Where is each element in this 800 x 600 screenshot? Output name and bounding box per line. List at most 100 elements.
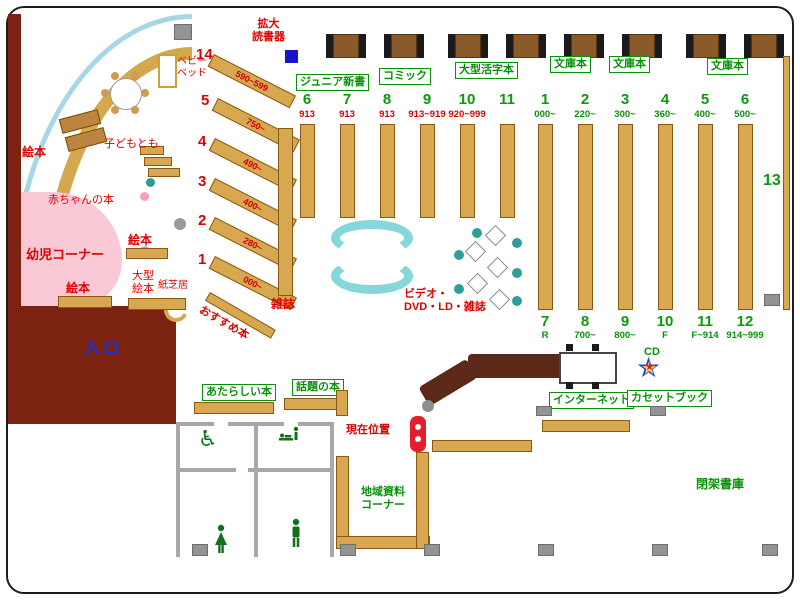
stack-number: 8 bbox=[382, 91, 392, 108]
stack-shelf bbox=[658, 124, 673, 310]
service-counter bbox=[468, 354, 568, 378]
table-top bbox=[333, 34, 359, 58]
stack-number: 3 bbox=[620, 91, 630, 108]
chair bbox=[592, 382, 599, 389]
stool bbox=[140, 192, 149, 201]
table-top bbox=[455, 34, 481, 58]
stool bbox=[146, 178, 155, 187]
local-materials-line2: コーナー bbox=[361, 498, 405, 511]
curved-bench bbox=[331, 220, 413, 256]
chair bbox=[566, 382, 573, 389]
stack-number: 2 bbox=[580, 91, 590, 108]
stack-range: 800~ bbox=[614, 330, 636, 341]
magnifier-reader-label: 拡大 読書器 bbox=[252, 18, 285, 43]
chair bbox=[481, 34, 488, 58]
stack-range: F bbox=[662, 330, 668, 341]
shelf-number: 2 bbox=[198, 212, 207, 229]
stool bbox=[512, 238, 522, 248]
stool bbox=[454, 250, 464, 260]
woman-icon bbox=[212, 524, 230, 559]
picture-books-label: 絵本 bbox=[66, 281, 91, 295]
chair bbox=[655, 34, 662, 58]
section-box-new-books: あたらしい本 bbox=[202, 384, 276, 401]
section-box-internet: インターネット bbox=[549, 392, 634, 409]
stool bbox=[472, 228, 482, 238]
stack-shelf bbox=[300, 124, 315, 218]
magazines-label: 雑誌 bbox=[271, 297, 296, 311]
stack-shelf bbox=[460, 124, 475, 218]
stool bbox=[141, 89, 149, 97]
table-top bbox=[513, 34, 539, 58]
video-corner-line2: DVD・LD・雑誌 bbox=[404, 300, 486, 313]
chair bbox=[384, 34, 391, 58]
reading-table bbox=[384, 34, 424, 58]
round-pillar bbox=[174, 218, 186, 230]
pillar bbox=[764, 294, 780, 306]
stack-shelf bbox=[578, 124, 593, 310]
chair bbox=[564, 34, 571, 58]
stack-number: 7 bbox=[540, 313, 550, 330]
stack-shelf bbox=[340, 124, 355, 218]
low-shelf bbox=[432, 440, 532, 452]
stack-range: 913 bbox=[379, 109, 395, 120]
reading-table bbox=[744, 34, 784, 58]
chair bbox=[326, 34, 333, 58]
chair bbox=[539, 34, 546, 58]
local-materials-shelf bbox=[336, 456, 349, 538]
kodomo-tomo-label: 子どもとも bbox=[104, 138, 159, 150]
entrance-label: 入口 bbox=[84, 340, 123, 357]
stool bbox=[111, 106, 119, 114]
current-location-marker bbox=[410, 416, 426, 452]
chair bbox=[417, 34, 424, 58]
stack-range: 920~999 bbox=[448, 109, 486, 120]
table-top bbox=[693, 34, 719, 58]
pillar bbox=[340, 544, 356, 556]
chair bbox=[592, 344, 599, 351]
wall bbox=[298, 422, 334, 426]
video-corner-line1: ビデオ・ bbox=[404, 288, 448, 300]
large-picture-line1: 大型 bbox=[132, 270, 154, 282]
stack-number: 12 bbox=[736, 313, 754, 330]
wall bbox=[254, 422, 258, 470]
wall bbox=[330, 422, 334, 557]
stool bbox=[101, 89, 109, 97]
pillar bbox=[652, 544, 668, 556]
step-shelf bbox=[144, 157, 172, 166]
chair bbox=[622, 34, 629, 58]
new-books-shelf bbox=[194, 402, 274, 414]
section-box-large-print: 大型活字本 bbox=[455, 62, 518, 79]
closed-stacks-label: 閉架書庫 bbox=[696, 477, 745, 491]
stack-range: 000~ bbox=[534, 109, 556, 120]
stack-number: 6 bbox=[302, 91, 312, 108]
stack-number: 9 bbox=[620, 313, 630, 330]
picture-book-shelf bbox=[58, 296, 112, 308]
stack-shelf bbox=[500, 124, 515, 218]
magnifier-reader-device bbox=[285, 50, 298, 63]
pillar bbox=[174, 24, 192, 40]
magazine-shelf bbox=[278, 128, 293, 296]
marker-dot bbox=[415, 424, 421, 430]
local-materials-shelf bbox=[416, 452, 429, 549]
magnifier-reader-line2: 読書器 bbox=[252, 30, 285, 43]
stack-range: R bbox=[541, 330, 549, 341]
section-box-bunko: 文庫本 bbox=[707, 58, 748, 75]
reading-table bbox=[564, 34, 604, 58]
stack-number: 1 bbox=[540, 91, 550, 108]
picture-book-shelf bbox=[126, 248, 168, 259]
shelf-number: 3 bbox=[198, 173, 207, 190]
chair bbox=[566, 344, 573, 351]
stack-shelf bbox=[380, 124, 395, 218]
pillar bbox=[650, 406, 666, 416]
stack-number: 5 bbox=[700, 91, 710, 108]
stack-range: 913 bbox=[339, 109, 355, 120]
large-picture-book-shelf bbox=[128, 298, 186, 310]
stool bbox=[111, 72, 119, 80]
pillar bbox=[762, 544, 778, 556]
shelf-number: 5 bbox=[201, 92, 210, 109]
kamishibai-label: 紙芝居 bbox=[158, 280, 188, 291]
left-wall bbox=[8, 14, 21, 306]
stack-range: 360~ bbox=[654, 109, 676, 120]
video-corner-label: ビデオ・ DVD・LD・雑誌 bbox=[404, 288, 486, 313]
chair bbox=[719, 34, 726, 58]
wall bbox=[176, 422, 180, 557]
